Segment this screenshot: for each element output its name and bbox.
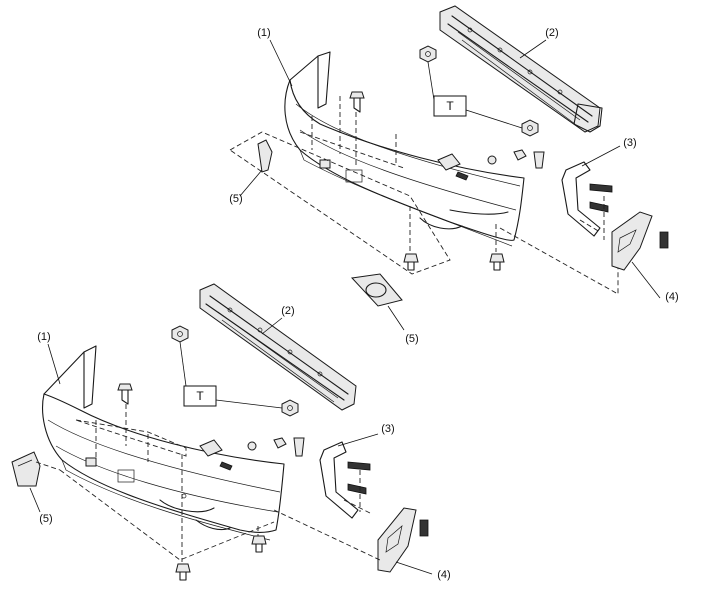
lower-torque-callout: T [179,341,283,409]
upper-bottom-clip-right [489,253,505,271]
upper-bottom-clip-left [403,253,419,271]
upper-label-part-5-lower: (5) [405,333,418,345]
upper-foglamp-bezel [350,273,403,307]
upper-label-part-2: (2) [545,27,558,39]
lower-label-part-2: (2) [281,305,294,317]
upper-torque-label: T [446,99,454,113]
lower-corner-cover [11,451,41,487]
lower-label-part-4: (4) [437,569,450,581]
lower-bottom-clip-left [175,563,191,581]
upper-side-bracket [561,161,613,237]
lower-bottom-clip-right [251,535,267,553]
upper-assembly-lines [229,96,619,295]
upper-label-part-4: (4) [665,291,678,303]
lower-bracket-plate [377,507,429,573]
upper-push-clip [349,91,365,113]
lower-torque-nut-right [281,399,299,417]
lower-label-part-1: (1) [37,331,50,343]
upper-bumper-face [284,51,525,247]
lower-assembly: T [11,283,451,581]
lower-label-part-3: (3) [381,423,394,435]
upper-label-part-3: (3) [623,137,636,149]
lower-assembly-lines [35,404,381,562]
upper-torque-nut-left [419,45,437,63]
lower-bracket-small [199,439,233,471]
upper-assembly: T [229,5,679,345]
lower-torque-label: T [196,389,204,403]
upper-foglamp-cover [257,139,273,173]
upper-bracket-small [437,153,469,181]
lower-bumper-face [42,345,285,541]
upper-nuts-row [487,149,545,169]
upper-torque-nut-right [521,119,539,137]
lower-push-clip [117,383,133,405]
upper-bracket-plate [611,211,669,271]
lower-side-bracket [319,441,371,519]
lower-torque-nut-left [171,325,189,343]
lower-label-part-5: (5) [39,513,52,525]
upper-torque-callout: T [427,61,523,129]
lower-nuts-row [247,437,305,457]
upper-reinforcement-beam [439,5,603,133]
lower-reinforcement-beam [199,283,357,411]
upper-label-part-1: (1) [257,27,270,39]
upper-label-part-5-left: (5) [229,193,242,205]
